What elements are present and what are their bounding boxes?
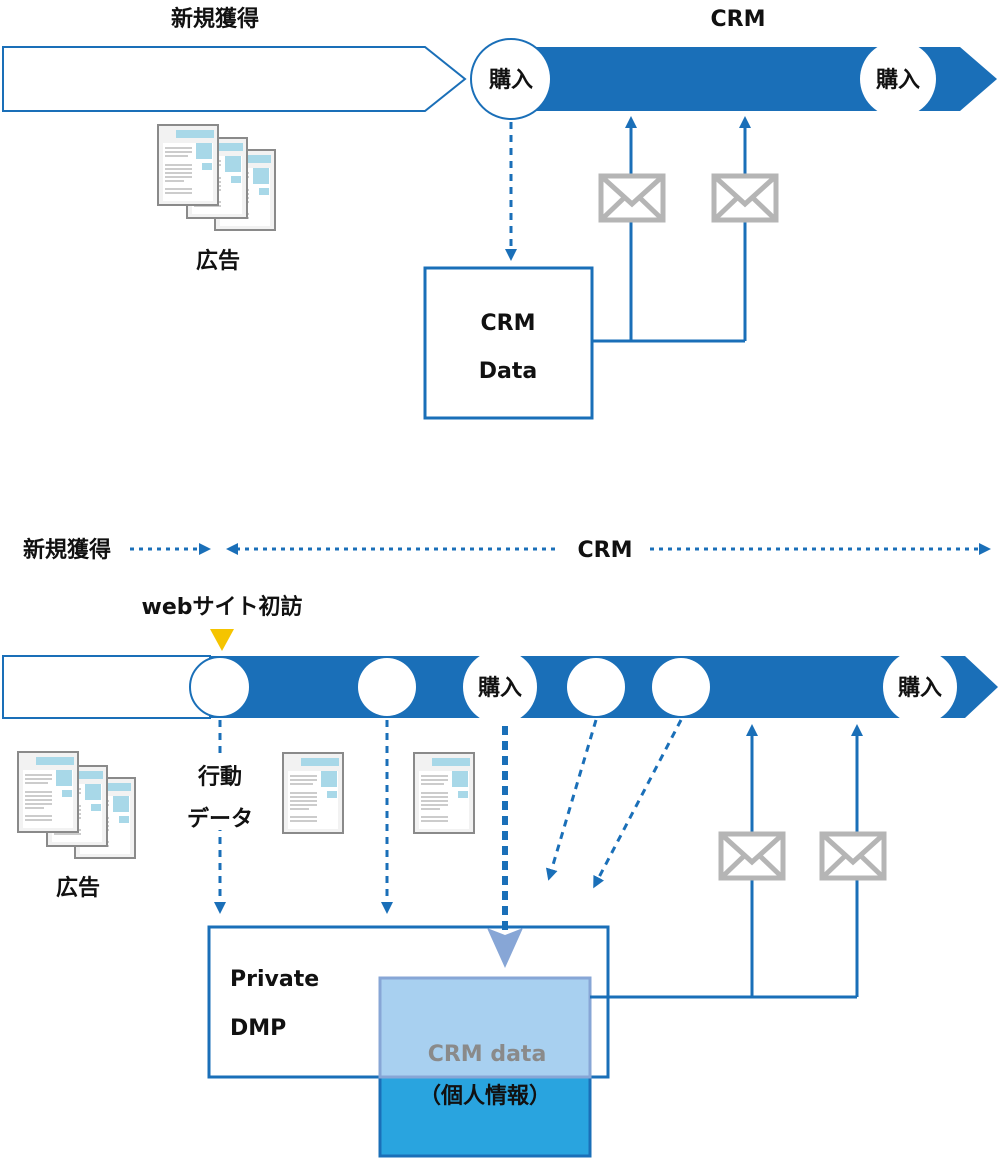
- visit-node: [652, 658, 710, 716]
- ad-label: 広告: [56, 875, 100, 901]
- crm-data-label: （個人情報）: [419, 1083, 551, 1109]
- ad-document-icon: [17, 751, 136, 859]
- envelope-icon: [601, 176, 663, 220]
- overlap-region: [378, 976, 592, 1079]
- crm-data-label: CRM: [481, 311, 536, 336]
- purchase-label: 購入: [478, 676, 522, 701]
- purchase-label: 購入: [876, 68, 920, 93]
- label-bg: [188, 758, 254, 830]
- purchase-label: 購入: [898, 676, 942, 701]
- ad-document-icon: [282, 752, 344, 834]
- ad-document-icon: [157, 124, 276, 231]
- ad-label: 広告: [196, 248, 240, 274]
- envelope-icon: [822, 834, 884, 878]
- crm-data-box: [423, 266, 594, 420]
- behavior-label: データ: [187, 806, 253, 832]
- crm-label: CRM: [578, 538, 633, 563]
- envelope-icon: [721, 834, 783, 878]
- purchase-node: [860, 41, 936, 117]
- purchase-label: 購入: [489, 68, 533, 93]
- dmp-label: Private: [230, 967, 319, 992]
- purchase-node: [463, 650, 537, 724]
- crm-data-label: Data: [479, 359, 537, 384]
- dmp-label: DMP: [230, 1016, 286, 1041]
- acquisition-label: 新規獲得: [171, 6, 259, 32]
- big-arrowhead: [487, 928, 523, 968]
- crm-label: CRM: [711, 7, 766, 32]
- visit-node: [358, 658, 416, 716]
- visit-node: [189, 656, 251, 718]
- envelope-icon: [714, 176, 776, 220]
- dashed-arrow: [545, 719, 598, 881]
- acquisition-arrow: [2, 655, 211, 719]
- crm-data-label: CRM data: [428, 1042, 547, 1067]
- ad-document-icon: [413, 752, 475, 834]
- acquisition-label: 新規獲得: [23, 537, 111, 563]
- visit-node: [567, 658, 625, 716]
- dashed-arrow: [593, 719, 683, 889]
- first-visit-label: webサイト初訪: [142, 594, 303, 620]
- behavior-label: 行動: [197, 764, 242, 790]
- purchase-node: [470, 38, 552, 120]
- triangle-marker-icon: [210, 629, 234, 651]
- acquisition-arrow: [2, 46, 467, 112]
- purchase-node: [883, 650, 957, 724]
